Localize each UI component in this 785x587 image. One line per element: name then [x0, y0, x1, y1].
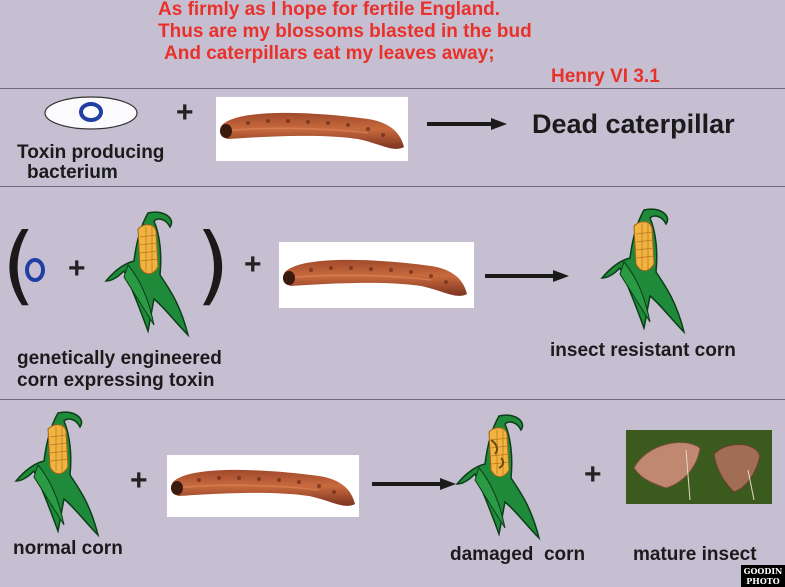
plus-sign: +: [244, 248, 262, 281]
plus-sign: +: [130, 464, 148, 497]
bacterium-icon: [44, 96, 138, 130]
plus-sign: +: [176, 96, 194, 129]
divider-2: [0, 186, 785, 187]
quote-line-2: Thus are my blossoms blasted in the bud: [158, 21, 532, 42]
damaged-corn-icon: [456, 414, 540, 539]
caterpillar-image: [167, 455, 359, 517]
corn-icon: [601, 208, 685, 333]
quote-attribution: Henry VI 3.1: [551, 66, 660, 87]
plus-sign: +: [584, 458, 602, 491]
caterpillar-image: [279, 242, 474, 308]
normal-corn-label: normal corn: [13, 538, 123, 559]
caterpillar-image: [216, 97, 408, 161]
damaged-corn-label: damaged corn: [450, 544, 586, 565]
engineered-label-line-1: genetically engineered: [17, 348, 222, 369]
engineered-label-line-2: corn expressing toxin: [17, 370, 215, 391]
corn-icon: [15, 411, 99, 536]
moth-photo: [626, 430, 772, 504]
close-parenthesis: ): [196, 215, 230, 315]
quote-line-3: And caterpillars eat my leaves away;: [164, 43, 495, 64]
plus-sign: +: [68, 252, 86, 285]
arrow-icon: [485, 270, 569, 282]
divider-1: [0, 88, 785, 89]
resistant-corn-label: insect resistant corn: [550, 340, 736, 361]
photo-watermark: GOODIN PHOTO: [741, 565, 785, 587]
divider-3: [0, 399, 785, 400]
quote-line-1: As firmly as I hope for fertile England.: [158, 0, 501, 20]
bacterium-label-line-1: Toxin producing: [17, 142, 165, 163]
arrow-icon: [427, 118, 507, 130]
mature-insect-label: mature insect: [633, 544, 757, 565]
arrow-icon: [372, 478, 456, 490]
corn-icon: [105, 211, 189, 336]
bacterium-label-line-2: bacterium: [27, 162, 118, 183]
dead-caterpillar-label: Dead caterpillar: [532, 109, 735, 139]
bacterium-icon: [25, 258, 45, 282]
